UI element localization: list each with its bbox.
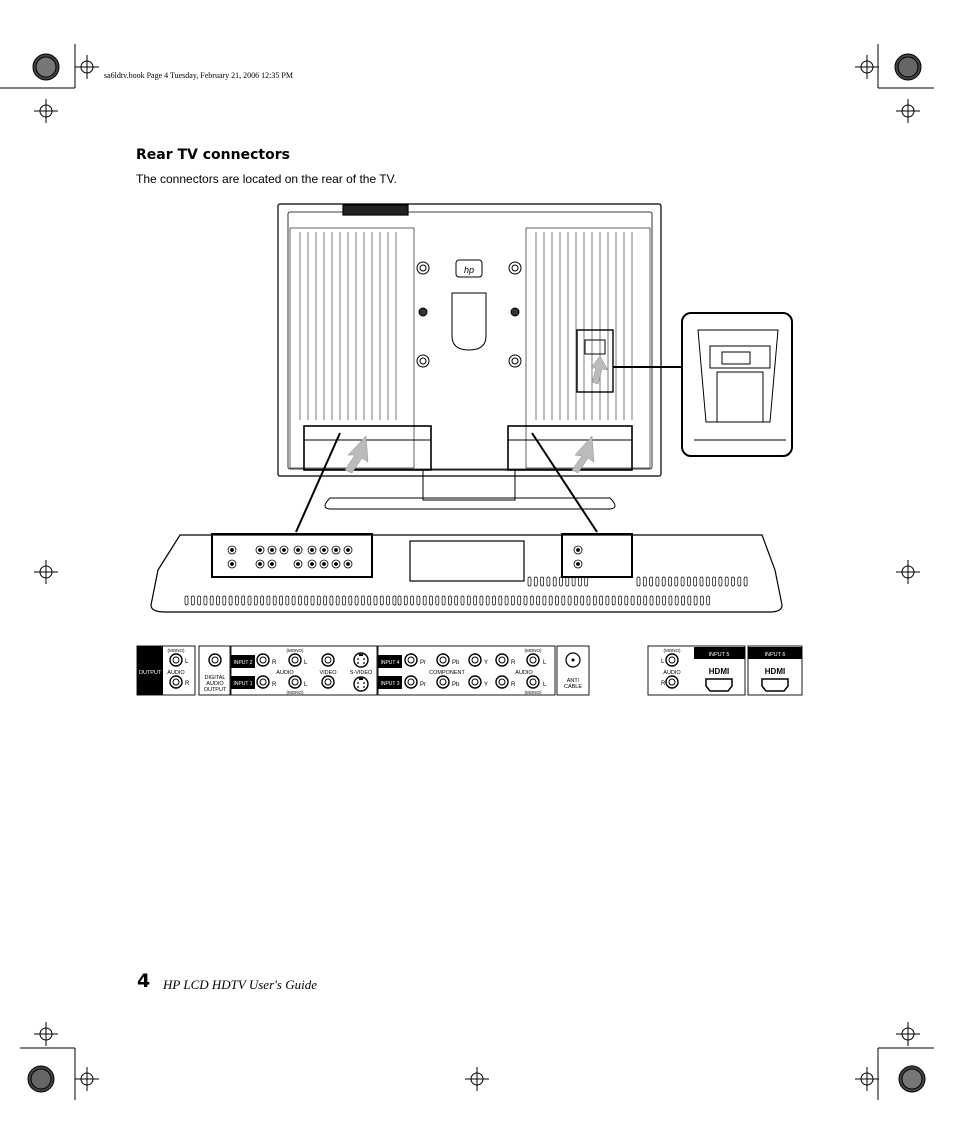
- output-label: OUTPUT: [139, 670, 162, 676]
- input4-pr-label: Pr: [420, 660, 426, 666]
- input1-mono-label: (MONO): [287, 690, 304, 695]
- input1-l-label: L: [304, 682, 308, 688]
- input34-audio-label: AUDIO: [515, 670, 533, 676]
- input5-hdmi-port: [705, 678, 733, 692]
- print-slug: sa6ldtv.book Page 4 Tuesday, February 21…: [104, 71, 293, 80]
- output-label-bg: [137, 646, 163, 695]
- input2-r-label: R: [272, 660, 277, 666]
- component-label: COMPONENT: [429, 670, 465, 676]
- input5-l-label: L: [661, 659, 665, 665]
- output-r-label: R: [185, 681, 190, 687]
- input5-mono-label: (MONO): [664, 648, 681, 653]
- svideo-label: S-VIDEO: [350, 670, 373, 676]
- page-number: 4: [137, 970, 151, 992]
- input5-r-label: R: [661, 681, 666, 687]
- input3-mono-label: (MONO): [525, 690, 542, 695]
- input5-label: INPUT 5: [709, 652, 730, 658]
- input3-label: INPUT 3: [380, 681, 399, 687]
- ant-cable-line-2: CABLE: [564, 684, 582, 690]
- output-l-label: L: [185, 659, 189, 665]
- input1-r-label: R: [272, 682, 277, 688]
- input4-y-label: Y: [484, 660, 488, 666]
- input3-pr-label: Pr: [420, 682, 426, 688]
- input3-y-label: Y: [484, 682, 488, 688]
- input12-audio-label: AUDIO: [276, 670, 294, 676]
- input4-label: INPUT 4: [380, 660, 399, 666]
- input3-pb-label: Pb: [452, 682, 460, 688]
- input6-hdmi-label: HDMI: [765, 667, 785, 676]
- section-title: Rear TV connectors: [136, 147, 290, 163]
- book-title-footer: HP LCD HDTV User's Guide: [163, 977, 317, 992]
- video-label: VIDEO: [319, 670, 337, 676]
- input2-mono-label: (MONO): [287, 648, 304, 653]
- input4-pb-label: Pb: [452, 660, 460, 666]
- svg-text:hp: hp: [464, 265, 474, 275]
- output-mono-label: (MONO): [168, 648, 185, 653]
- input4-l-label: L: [543, 660, 547, 666]
- input6-hdmi-port: [761, 678, 789, 692]
- input5-hdmi-label: HDMI: [709, 667, 729, 676]
- section-intro: The connectors are located on the rear o…: [136, 172, 397, 186]
- input4-mono-label: (MONO): [525, 648, 542, 653]
- input5-audio-label: AUDIO: [663, 670, 681, 676]
- input4-r-label: R: [511, 660, 516, 666]
- input6-label: INPUT 6: [765, 652, 786, 658]
- input2-label: INPUT 2: [233, 660, 252, 666]
- digital-audio-line-3: OUTPUT: [204, 687, 227, 693]
- digital-audio-line-1: DIGITAL: [205, 675, 226, 681]
- input2-l-label: L: [304, 660, 308, 666]
- input3-l-label: L: [543, 682, 547, 688]
- input3-r-label: R: [511, 682, 516, 688]
- input1-label: INPUT 1: [233, 681, 252, 687]
- digital-audio-line-2: AUDIO: [206, 681, 224, 687]
- output-audio-label: AUDIO: [167, 670, 185, 676]
- ant-cable-line-1: ANT/: [567, 678, 580, 684]
